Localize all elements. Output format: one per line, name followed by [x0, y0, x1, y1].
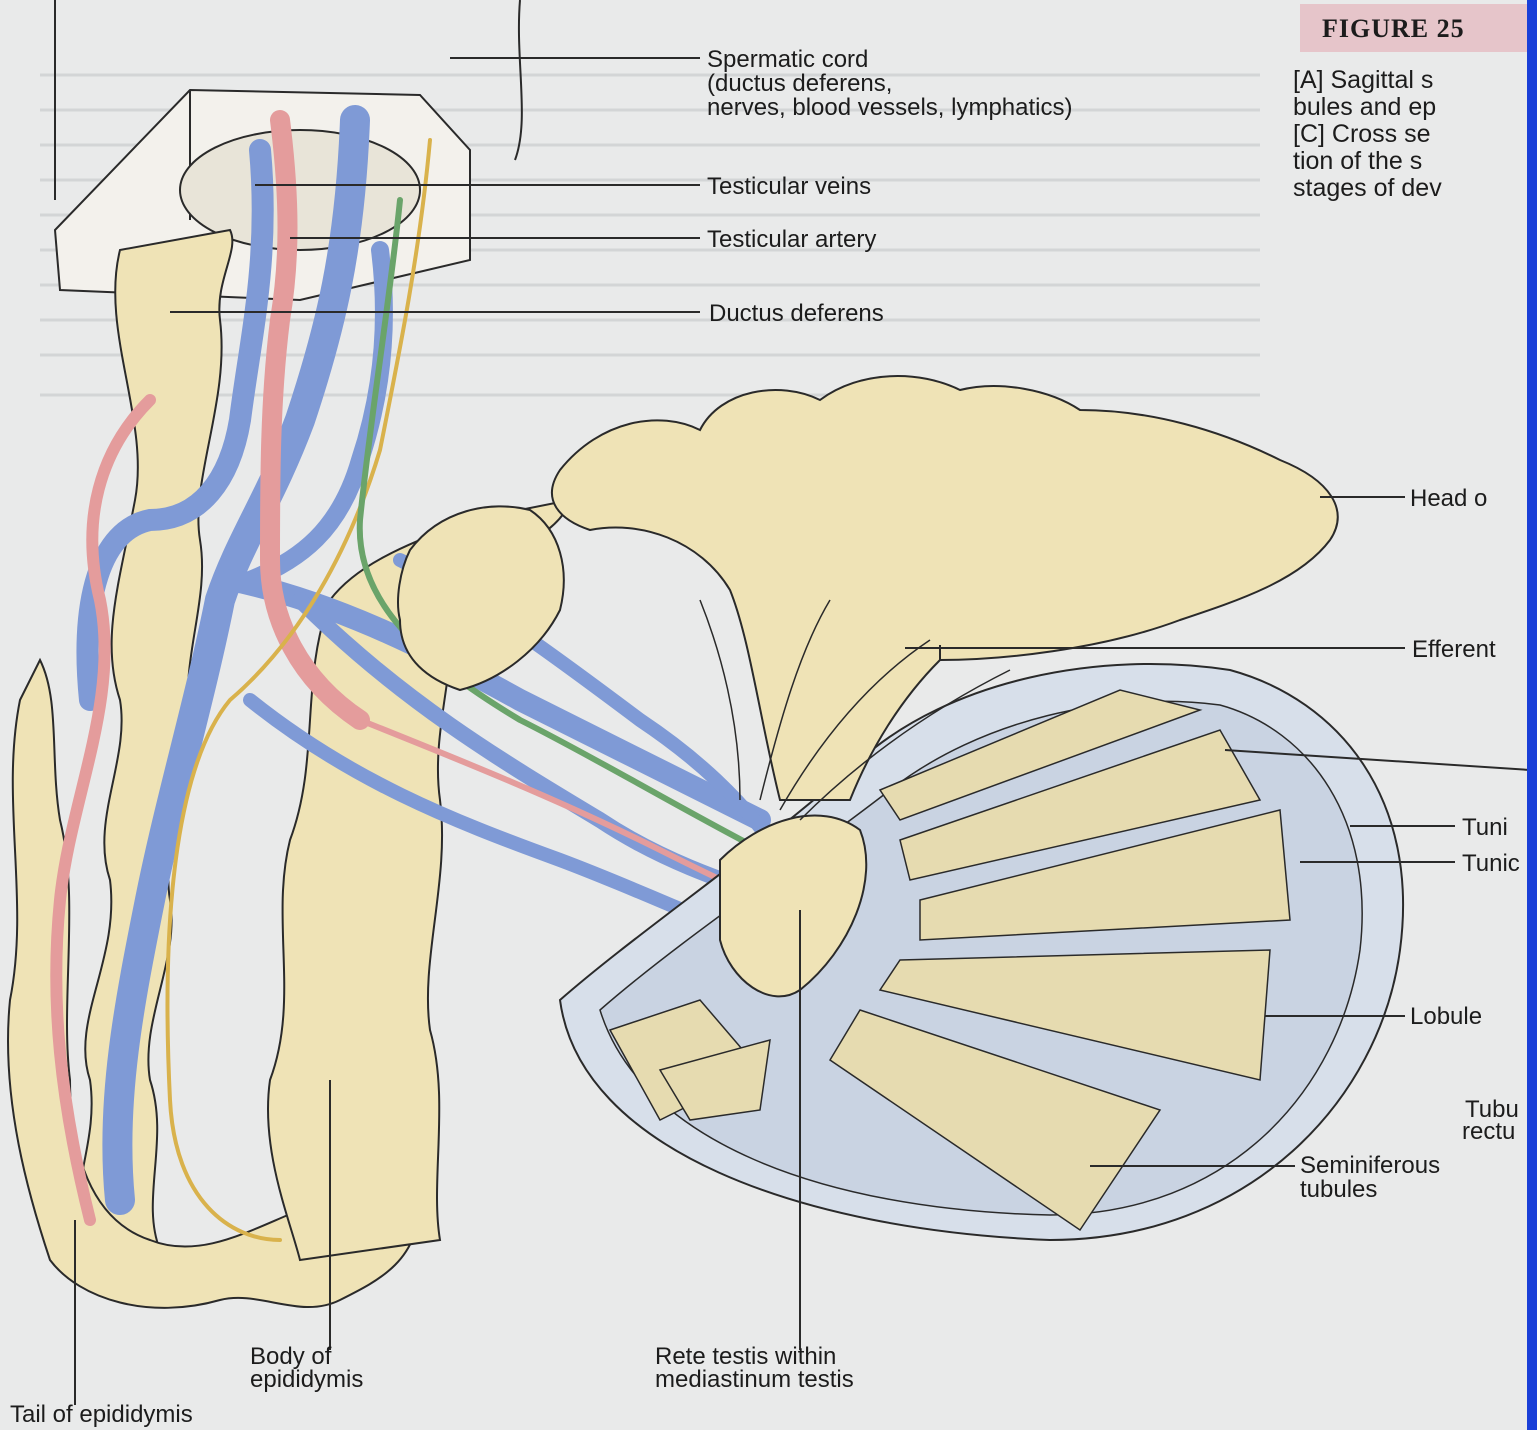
label-spermatic-cord: Spermatic cord [707, 48, 868, 72]
label-tubuli-recti-line2: rectu [1462, 1120, 1515, 1144]
label-head-epididymis: Head o [1410, 487, 1487, 511]
label-tunica-2: Tunic [1462, 852, 1520, 876]
label-spermatic-cord-line2: (ductus deferens, [707, 72, 892, 96]
label-tail-epididymis: Tail of epididymis [10, 1403, 193, 1427]
label-body-epididymis-line2: epididymis [250, 1368, 363, 1392]
slide-edge-bar [1527, 0, 1537, 1430]
caption-line: [C] Cross se [1293, 120, 1431, 149]
caption-line: stages of dev [1293, 174, 1442, 203]
caption-line: tion of the s [1293, 147, 1422, 176]
label-spermatic-cord-line3: nerves, blood vessels, lymphatics) [707, 96, 1072, 120]
label-lobule: Lobule [1410, 1005, 1482, 1029]
label-seminiferous: Seminiferous [1300, 1154, 1440, 1178]
label-ductus-deferens: Ductus deferens [709, 302, 884, 326]
label-testicular-artery: Testicular artery [707, 228, 876, 252]
ductus-deferens [79, 230, 233, 1250]
label-seminiferous-line2: tubules [1300, 1178, 1377, 1202]
figure-title: FIGURE 25 [1322, 14, 1465, 44]
caption-line: [A] Sagittal s [1293, 66, 1433, 95]
label-rete-testis-line2: mediastinum testis [655, 1368, 854, 1392]
caption-line: bules and ep [1293, 93, 1436, 122]
label-testicular-veins: Testicular veins [707, 175, 871, 199]
label-tunica-1: Tuni [1462, 816, 1508, 840]
label-efferent: Efferent [1412, 638, 1496, 662]
